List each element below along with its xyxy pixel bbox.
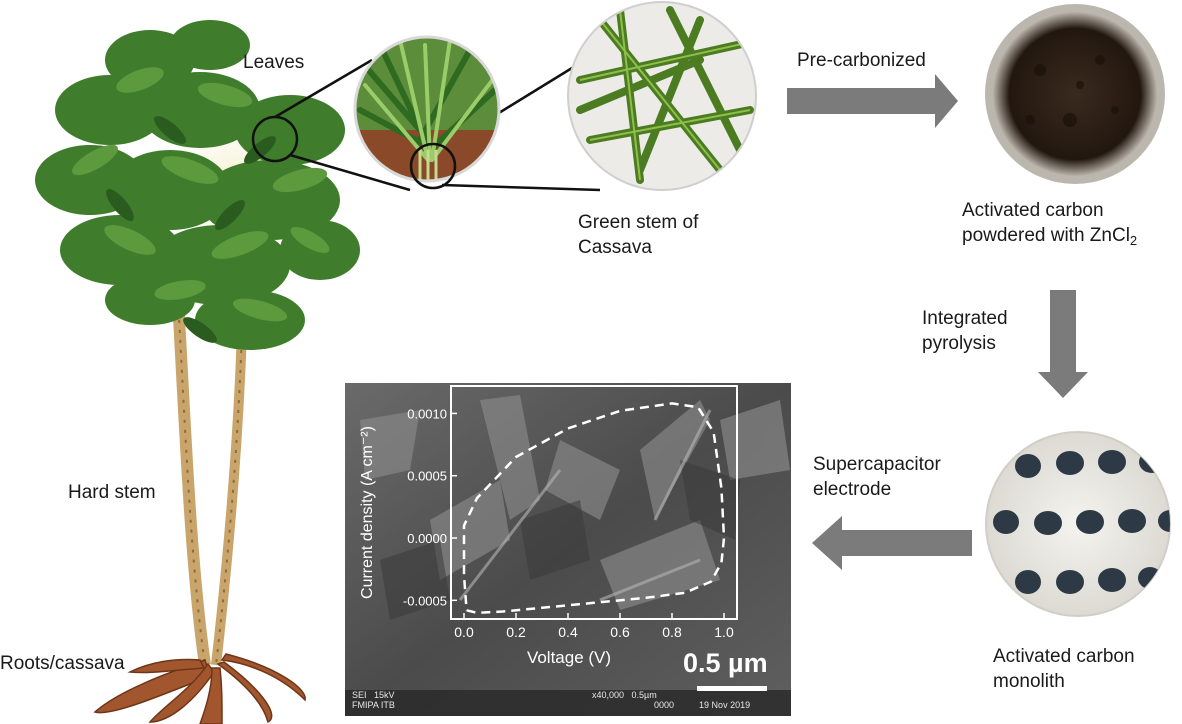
zoom-circle-green-stem [567, 1, 757, 191]
y-axis-label: Current density (A cm⁻²) [359, 426, 376, 599]
y-tick-label: 0.0000 [407, 531, 447, 546]
sem-footer-mode: SEI [352, 690, 367, 700]
sem-footer-num: 0000 [654, 700, 675, 710]
x-tick-label: 0.2 [506, 624, 526, 640]
x-tick-label: 0.0 [454, 624, 474, 640]
monolith-dish [985, 431, 1171, 617]
cv-curve [462, 402, 726, 615]
label-activated-powder: Activated carbon powdered with ZnCl2 [962, 198, 1137, 253]
sem-footer-lab: FMIPA ITB [352, 700, 395, 710]
sem-scale-bar [697, 686, 767, 691]
sem-footer-mag: x40,000 [592, 690, 625, 700]
cv-chart: 0.0 0.2 0.4 0.6 0.8 1.0 -0.0005 0.0000 0.0005 0.0… [359, 385, 738, 667]
sem-footer-date: 19 Nov 2019 [699, 700, 751, 710]
sem-scale-label: 0.5 µm [683, 648, 768, 678]
arrow-pre-carbonized [787, 74, 958, 128]
arrow-supercapacitor [812, 516, 972, 570]
y-tick-label: 0.0005 [407, 469, 447, 484]
sem-footer-scale: 0.5µm [631, 690, 657, 700]
label-pre-carbonized: Pre-carbonized [797, 50, 926, 71]
label-integrated-pyrolysis: Integrated pyrolysis [922, 308, 1008, 354]
y-tick-label: -0.0005 [403, 593, 447, 608]
label-supercapacitor-electrode: Supercapacitor electrode [813, 454, 941, 500]
arrow-pyrolysis [1038, 290, 1088, 398]
x-tick-label: 0.8 [662, 624, 682, 640]
x-tick-label: 1.0 [714, 624, 734, 640]
label-activated-powder-subscript: 2 [1129, 233, 1138, 248]
carbon-powder-dish [985, 4, 1165, 184]
label-hard-stem: Hard stem [68, 482, 156, 503]
sem-micrograph [345, 383, 791, 716]
label-activated-powder-line1: Activated carbon [962, 200, 1104, 221]
x-tick-label: 0.6 [610, 624, 630, 640]
cv-plot-frame [450, 385, 738, 620]
y-tick-label: 0.0010 [407, 406, 447, 421]
label-leaves: Leaves [243, 52, 305, 73]
zoom-circle-leaves [353, 35, 501, 190]
sem-footer-kv: 15kV [374, 690, 395, 700]
x-tick-label: 0.4 [558, 624, 578, 640]
x-axis-label: Voltage (V) [527, 648, 611, 667]
label-green-stem: Green stem of Cassava [578, 212, 699, 258]
label-activated-powder-line2: powdered with ZnCl [962, 225, 1130, 246]
process-arrows [787, 74, 1088, 570]
sem-footer-left: SEI 15kV FMIPA ITB [352, 690, 395, 710]
label-roots: Roots/cassava [0, 653, 125, 674]
label-activated-monolith: Activated carbon monolith [993, 646, 1135, 692]
sem-footer-right: x40,000 0.5µm 0000 19 Nov 2019 [592, 690, 750, 710]
cassava-plant-illustration [35, 20, 360, 724]
